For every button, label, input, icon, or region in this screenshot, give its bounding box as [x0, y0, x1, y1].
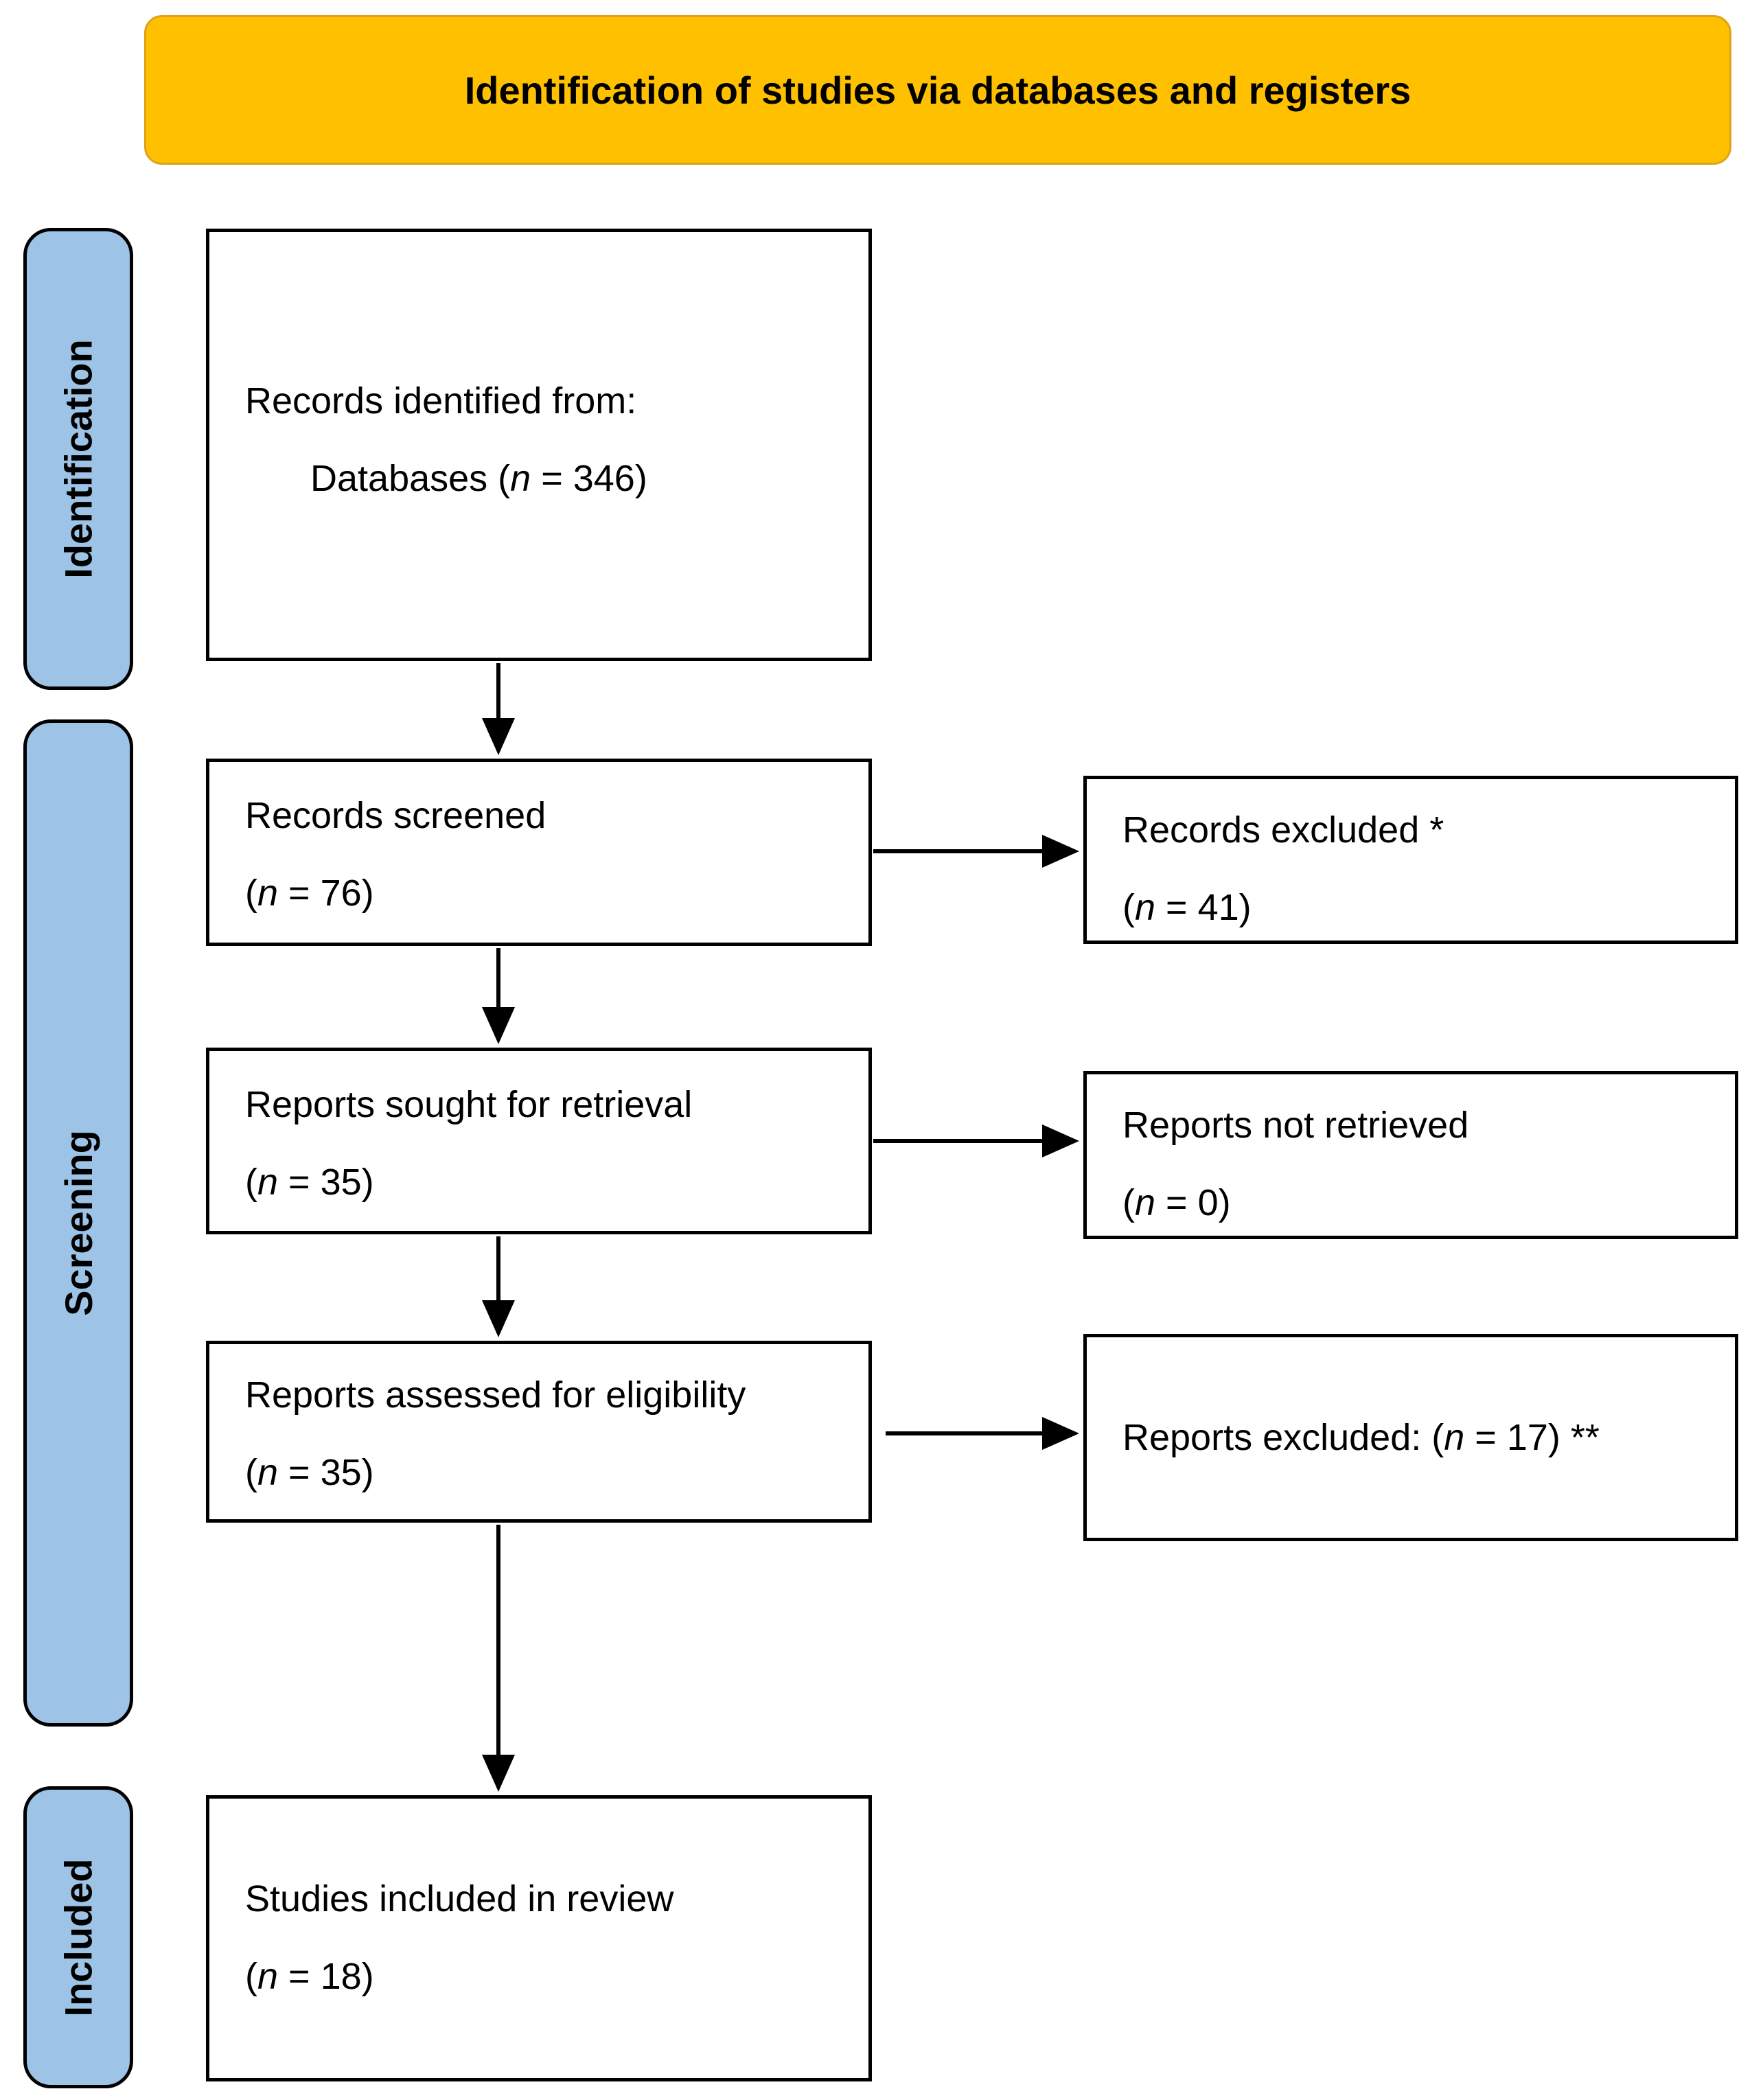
stage-identification: Identification: [23, 228, 133, 690]
banner-identification-via-databases: Identification of studies via databases …: [144, 15, 1731, 165]
banner-title: Identification of studies via databases …: [464, 68, 1411, 112]
box-reports-assessed: Reports assessed for eligibility (n = 35…: [206, 1341, 872, 1523]
studies-included-count: (n = 18): [245, 1955, 374, 1997]
box-records-excluded: Records excluded * (n = 41): [1083, 776, 1738, 944]
stage-screening-label: Screening: [56, 1130, 100, 1316]
records-screened-count: (n = 76): [245, 872, 374, 914]
records-excluded-count: (n = 41): [1122, 886, 1252, 928]
reports-sought-count: (n = 35): [245, 1161, 374, 1203]
reports-assessed-label: Reports assessed for eligibility: [245, 1374, 746, 1416]
records-identified-count: Databases (n = 346): [310, 457, 647, 499]
box-records-screened: Records screened (n = 76): [206, 759, 872, 946]
reports-sought-label: Reports sought for retrieval: [245, 1084, 693, 1125]
reports-excluded-label: Reports excluded: (n = 17) **: [1122, 1416, 1600, 1458]
records-identified-label: Records identified from:: [245, 380, 637, 422]
box-reports-sought: Reports sought for retrieval (n = 35): [206, 1048, 872, 1234]
reports-assessed-count: (n = 35): [245, 1451, 374, 1493]
reports-not-retrieved-label: Reports not retrieved: [1122, 1105, 1469, 1146]
box-studies-included: Studies included in review (n = 18): [206, 1795, 872, 2081]
records-excluded-label: Records excluded *: [1122, 809, 1444, 851]
box-reports-excluded: Reports excluded: (n = 17) **: [1083, 1334, 1738, 1541]
box-reports-not-retrieved: Reports not retrieved (n = 0): [1083, 1071, 1738, 1239]
studies-included-label: Studies included in review: [245, 1878, 674, 1919]
records-screened-label: Records screened: [245, 795, 546, 836]
stage-included: Included: [23, 1786, 133, 2088]
stage-screening: Screening: [23, 719, 133, 1727]
reports-not-retrieved-count: (n = 0): [1122, 1181, 1231, 1223]
stage-included-label: Included: [56, 1858, 100, 2017]
stage-identification-label: Identification: [56, 339, 100, 579]
box-records-identified: Records identified from: Databases (n = …: [206, 229, 872, 661]
